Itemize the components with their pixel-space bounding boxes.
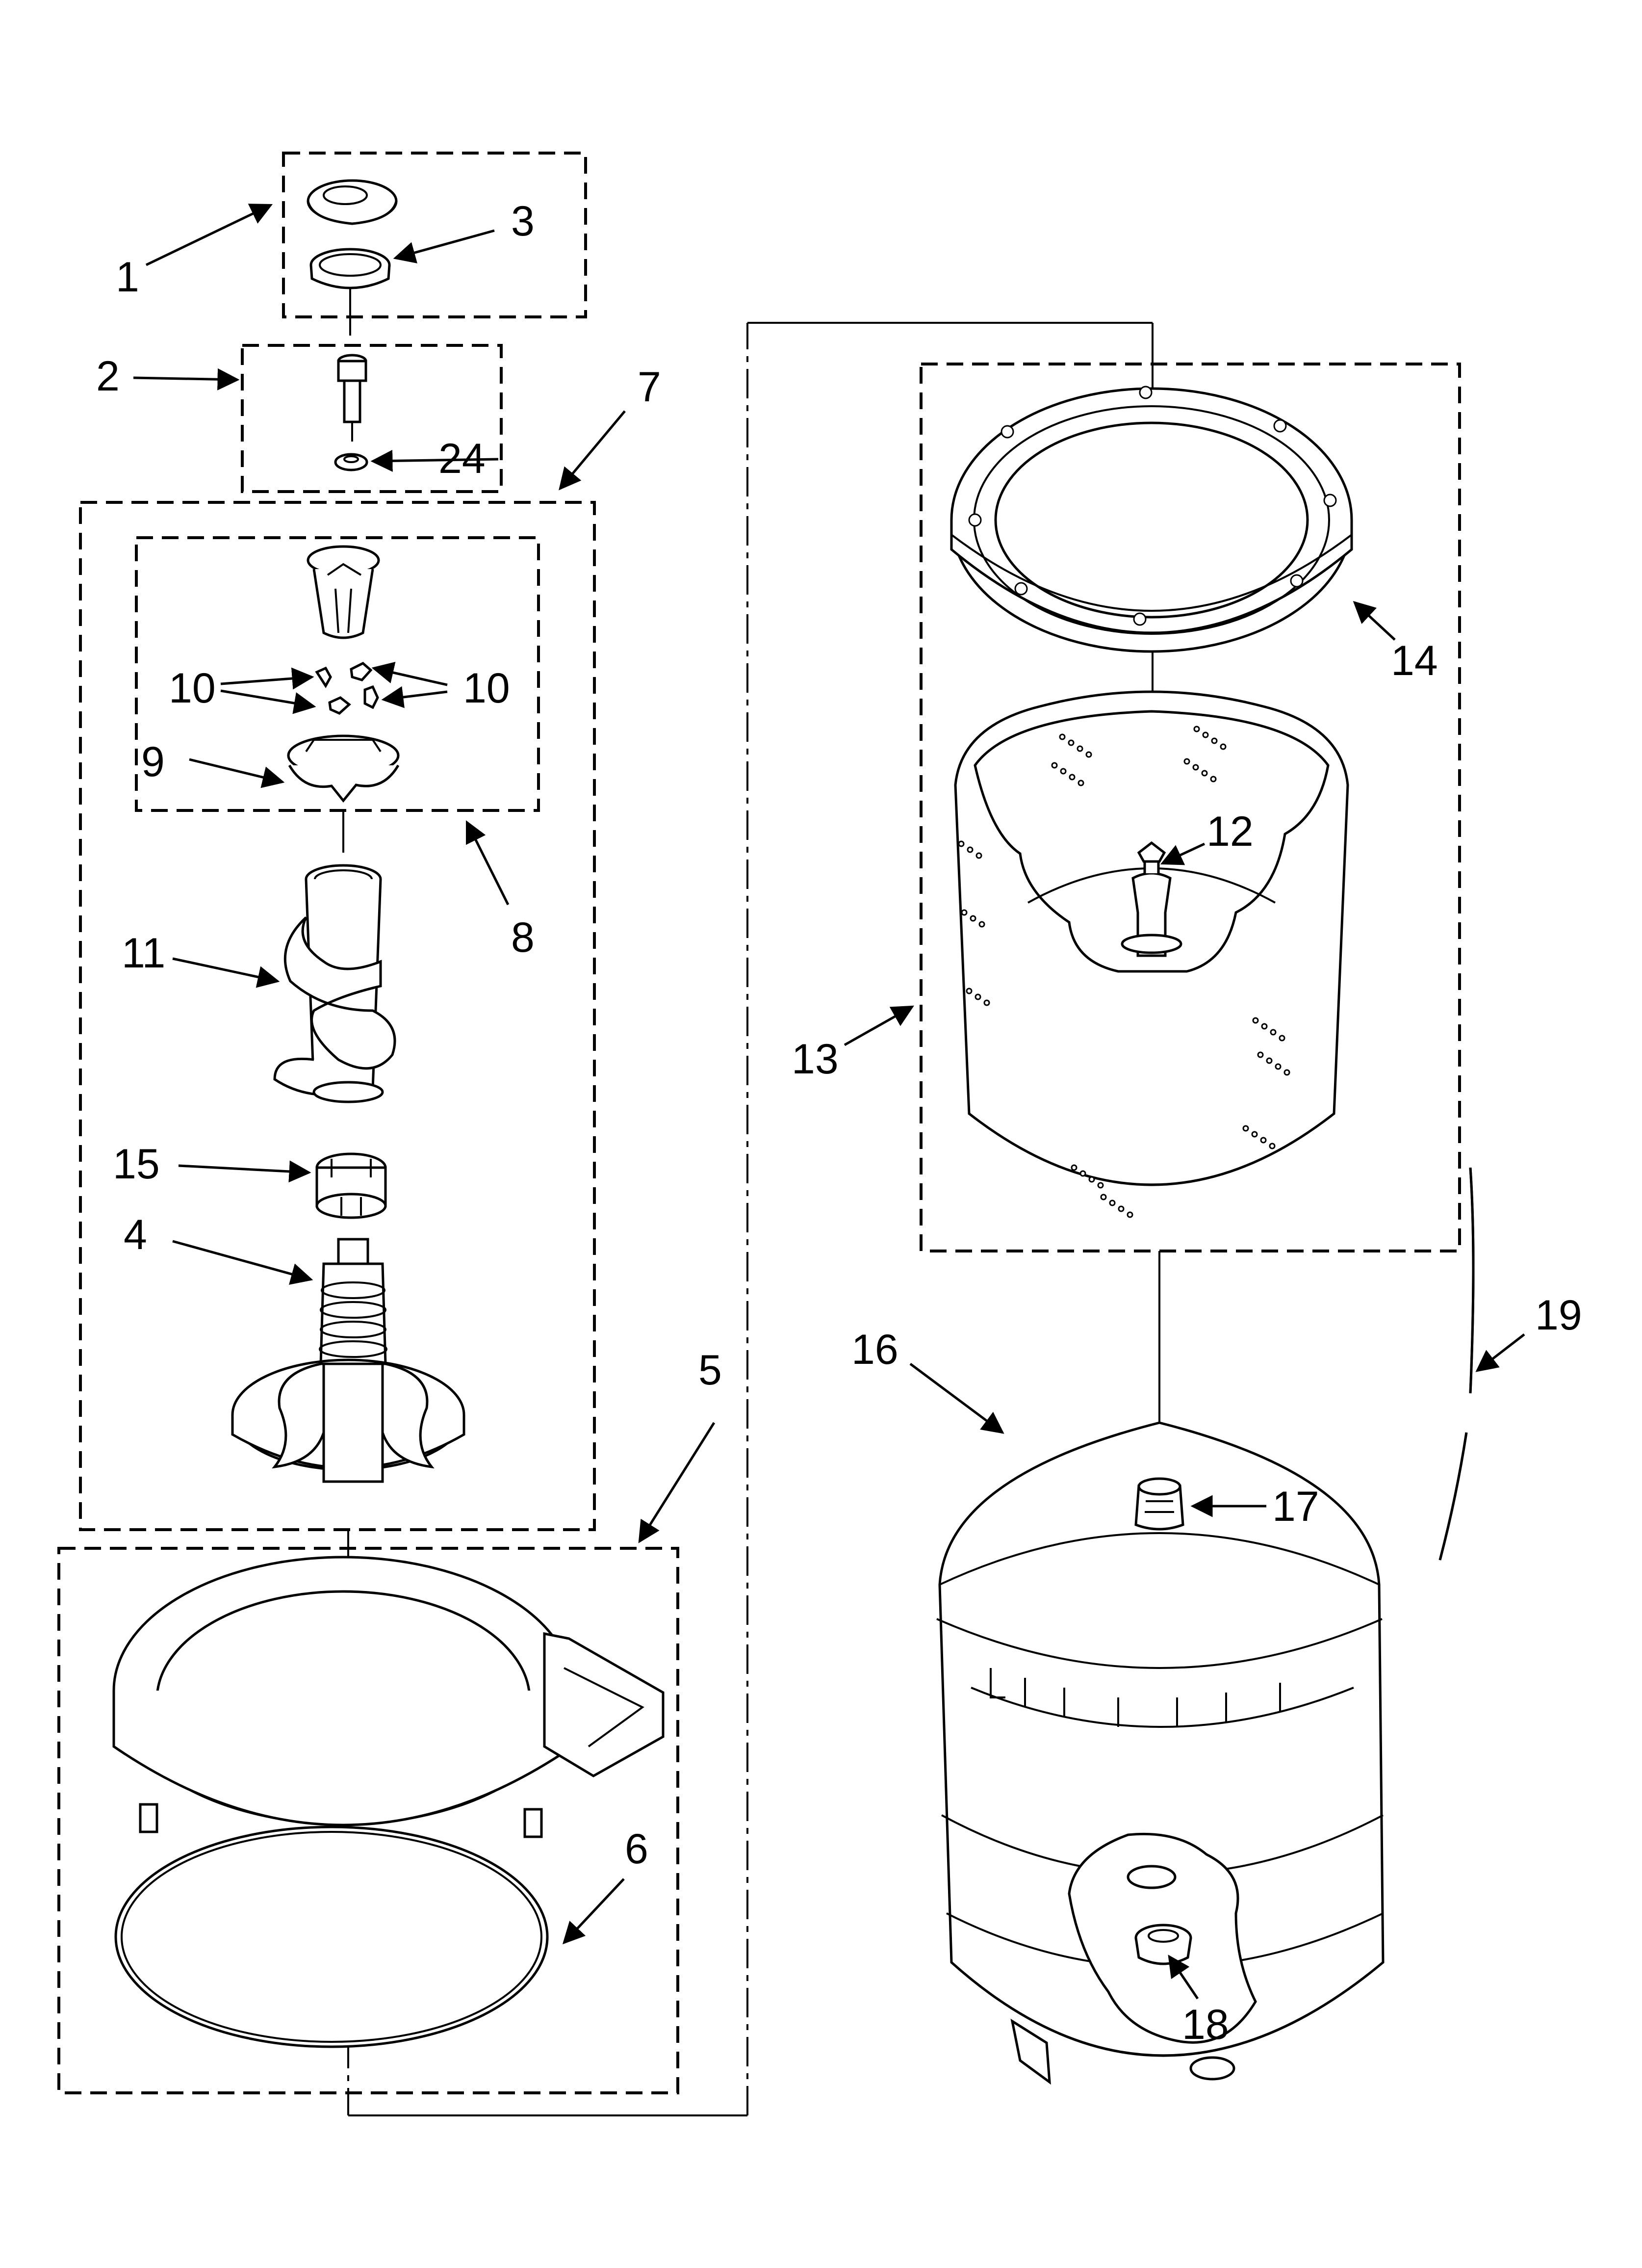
agitator-base: [231, 1238, 465, 1483]
tub-bearing: [1134, 1477, 1184, 1531]
callout-2: 2: [96, 353, 120, 400]
cap-seal-ring: [309, 248, 391, 289]
callout-1: 1: [116, 254, 139, 301]
callout-19: 19: [1535, 1292, 1582, 1339]
tub-ring-seal: [114, 1825, 549, 2048]
callout-17: 17: [1272, 1483, 1319, 1530]
group-box-ring-seal: [57, 1547, 679, 2094]
callout-8: 8: [511, 914, 535, 961]
callout-10-left: 10: [169, 665, 216, 712]
basket-balance-ring: [950, 386, 1353, 653]
callout-9: 9: [141, 738, 165, 785]
agitator-auger: [273, 864, 396, 1103]
callout-11: 11: [122, 930, 165, 977]
callout-13: 13: [792, 1036, 839, 1083]
outer-tub: [936, 1421, 1385, 2085]
callout-4: 4: [124, 1211, 147, 1258]
group-box-agitator-assembly: [79, 501, 596, 1531]
group-box-bolt: [241, 344, 503, 493]
callout-5: 5: [698, 1347, 722, 1394]
drive-cam: [315, 1152, 387, 1219]
wash-basket: [954, 690, 1349, 1186]
callout-14: 14: [1391, 637, 1438, 684]
callout-labels: 1 2 3 4 5 6 7 8 9 10 10 11 12 13 14 15 1…: [96, 198, 1582, 2048]
callout-6: 6: [625, 1825, 648, 1873]
callout-24: 24: [438, 435, 486, 482]
group-box-basket: [920, 363, 1461, 1252]
agitator-cap: [307, 179, 398, 225]
callout-16: 16: [851, 1326, 898, 1373]
callout-18: 18: [1182, 2001, 1229, 2048]
callout-3: 3: [511, 198, 535, 245]
callout-10-right: 10: [463, 665, 510, 712]
drain-hose: [1438, 1167, 1475, 1561]
dog-retainer: [287, 734, 400, 803]
agitator-bolt: [337, 354, 367, 442]
leader-arrows: [133, 204, 1525, 2000]
agitator-cam: [307, 545, 380, 639]
agitator-dogs: [315, 662, 379, 715]
group-box-dogs: [135, 536, 540, 812]
callout-7: 7: [638, 364, 661, 411]
basket-perforations: [958, 726, 1290, 1218]
group-box-cap: [282, 152, 587, 318]
callout-12: 12: [1206, 808, 1254, 855]
callout-15: 15: [113, 1141, 160, 1188]
tub-ring: [112, 1556, 665, 1895]
bolt-washer: [334, 453, 368, 471]
